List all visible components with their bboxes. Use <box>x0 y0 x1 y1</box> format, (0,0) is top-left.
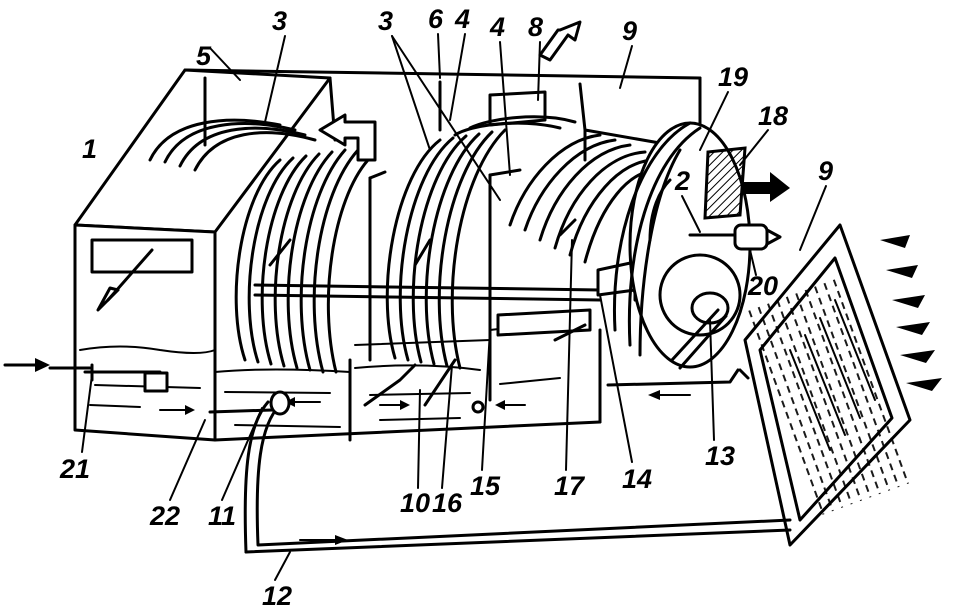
disc-pack-left <box>234 148 370 374</box>
label-4b: 4 <box>489 12 505 42</box>
label-21: 21 <box>59 454 90 484</box>
label-19: 19 <box>718 62 748 92</box>
motor-pump <box>606 253 750 400</box>
label-8: 9 <box>622 16 637 46</box>
label-9: 9 <box>818 156 833 186</box>
spray-pipes <box>363 308 592 407</box>
label-14: 14 <box>622 464 652 494</box>
label-3a: 3 <box>272 6 287 36</box>
callout-labels: 5 3 3 6 4 4 8 9 1 19 18 9 2 20 21 22 11 … <box>59 4 833 611</box>
intake-air-arrows <box>880 235 942 391</box>
back-filter-pads <box>148 118 317 172</box>
label-22: 22 <box>149 501 180 531</box>
control-panel <box>90 238 194 312</box>
label-17: 17 <box>554 471 586 501</box>
label-18: 18 <box>758 101 788 131</box>
label-10: 10 <box>400 488 430 518</box>
label-5: 5 <box>196 41 212 71</box>
label-15: 15 <box>470 471 501 501</box>
label-12: 12 <box>262 581 292 611</box>
label-6: 6 <box>428 4 444 34</box>
disc-pack-middle <box>385 128 507 370</box>
label-16: 16 <box>432 488 463 518</box>
label-20: 20 <box>747 271 778 301</box>
leader-lines <box>81 33 827 581</box>
label-4a: 4 <box>454 4 470 34</box>
label-13: 13 <box>705 441 735 471</box>
label-2: 2 <box>674 166 690 196</box>
disc-pack-upper <box>453 115 662 264</box>
label-3b: 3 <box>378 6 393 36</box>
air-flow-arrows <box>268 20 662 302</box>
label-11: 11 <box>208 501 236 531</box>
label-7: 8 <box>528 12 543 42</box>
radiator-panel <box>743 223 915 547</box>
drive-shaft <box>253 283 602 302</box>
label-1: 1 <box>82 134 97 164</box>
